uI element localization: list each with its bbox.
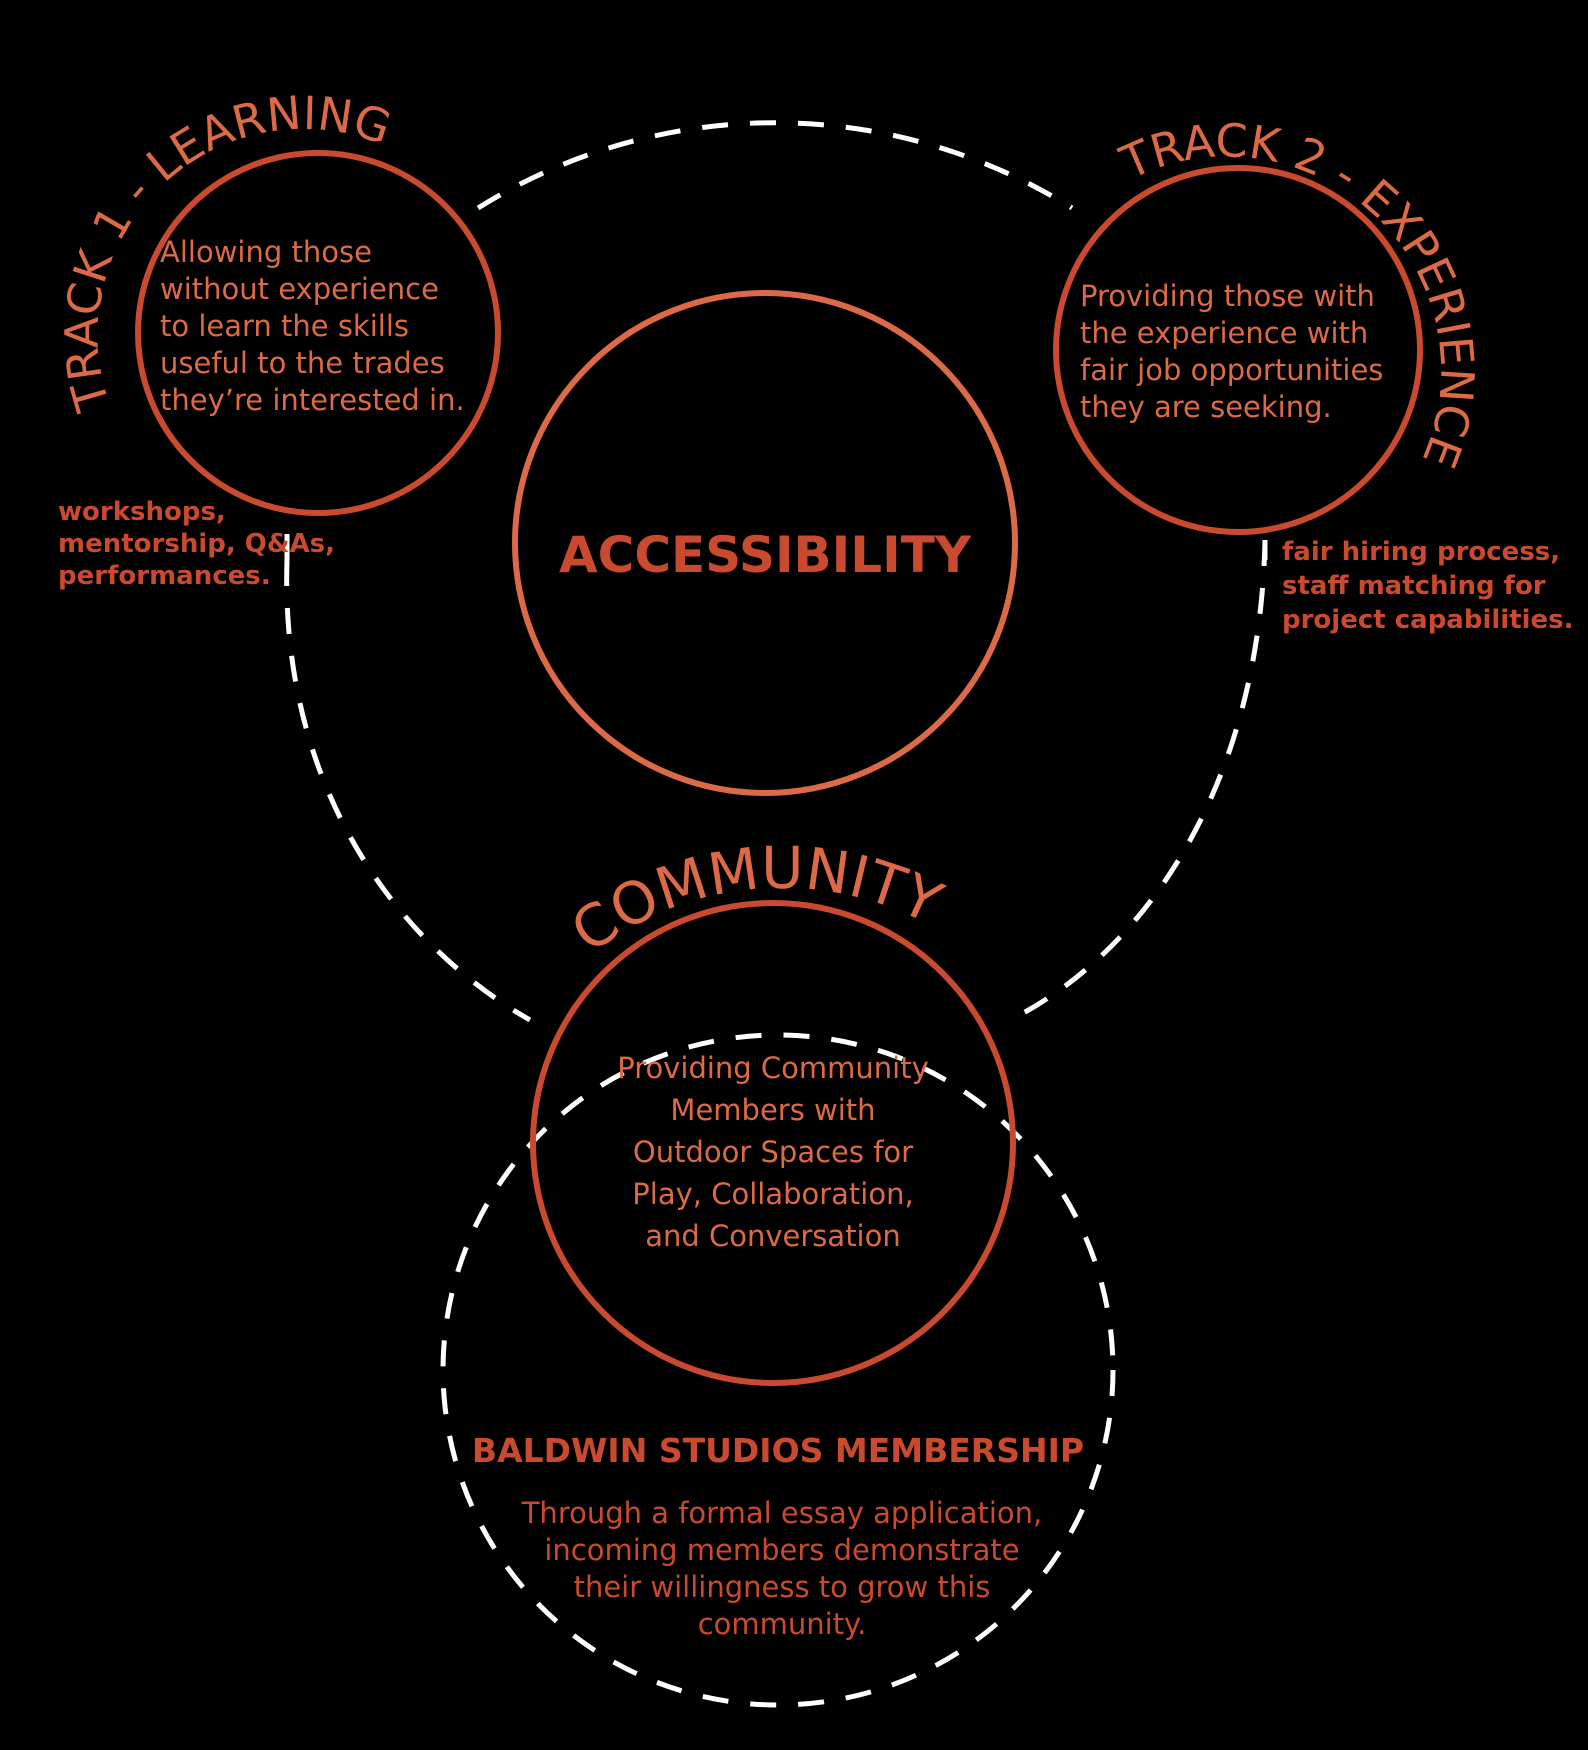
track2-circle xyxy=(1053,165,1423,535)
track1-line: to learn the skills xyxy=(160,309,409,343)
track1-line: Allowing those xyxy=(160,235,372,269)
community-line: Outdoor Spaces for xyxy=(633,1135,913,1169)
community-title: COMMUNITY xyxy=(559,834,953,966)
track1-note: workshops, xyxy=(58,497,226,527)
accessibility-label: ACCESSIBILITY xyxy=(559,526,972,584)
community-line: Providing Community xyxy=(617,1051,929,1085)
track2-line: Providing those with xyxy=(1080,279,1375,313)
community-body: Providing Community Members with Outdoor… xyxy=(617,1051,929,1253)
track2-line: fair job opportunities xyxy=(1080,353,1383,387)
track1-note: performances. xyxy=(58,561,271,591)
community-line: Play, Collaboration, xyxy=(632,1177,913,1211)
track2-notes: fair hiring process, staff matching for … xyxy=(1282,537,1574,635)
membership-line: community. xyxy=(698,1607,867,1641)
track2-body: Providing those with the experience with… xyxy=(1080,279,1383,424)
track2-line: they are seeking. xyxy=(1080,390,1332,424)
track2-note: project capabilities. xyxy=(1282,605,1574,635)
track1-line: they’re interested in. xyxy=(160,383,465,417)
outer-dashed-loop-left xyxy=(284,559,532,1023)
community-circle xyxy=(530,900,1016,1386)
track1-line: without experience xyxy=(160,272,439,306)
track1-line: useful to the trades xyxy=(160,346,445,380)
accessibility-circle xyxy=(512,290,1018,796)
membership-line: incoming members demonstrate xyxy=(544,1533,1019,1567)
membership-title: BALDWIN STUDIOS MEMBERSHIP xyxy=(472,1431,1084,1470)
track1-body: Allowing those without experience to lea… xyxy=(160,235,465,417)
membership-line: Through a formal essay application, xyxy=(521,1496,1043,1530)
track1-note: mentorship, Q&As, xyxy=(58,529,335,559)
membership-line: their willingness to grow this xyxy=(574,1570,991,1604)
track1-circle xyxy=(135,150,501,516)
membership-dashed-circle xyxy=(440,1032,1116,1708)
track1-notes: workshops, mentorship, Q&As, performance… xyxy=(58,497,335,591)
community-line: and Conversation xyxy=(645,1219,901,1253)
outer-dashed-loop xyxy=(476,120,1074,211)
track2-line: the experience with xyxy=(1080,316,1368,350)
track2-note: fair hiring process, xyxy=(1282,537,1560,567)
track2-note: staff matching for xyxy=(1282,571,1546,601)
membership-body: Through a formal essay application, inco… xyxy=(521,1496,1043,1641)
outer-dashed-loop-right xyxy=(1008,539,1268,1023)
community-line: Members with xyxy=(670,1093,875,1127)
